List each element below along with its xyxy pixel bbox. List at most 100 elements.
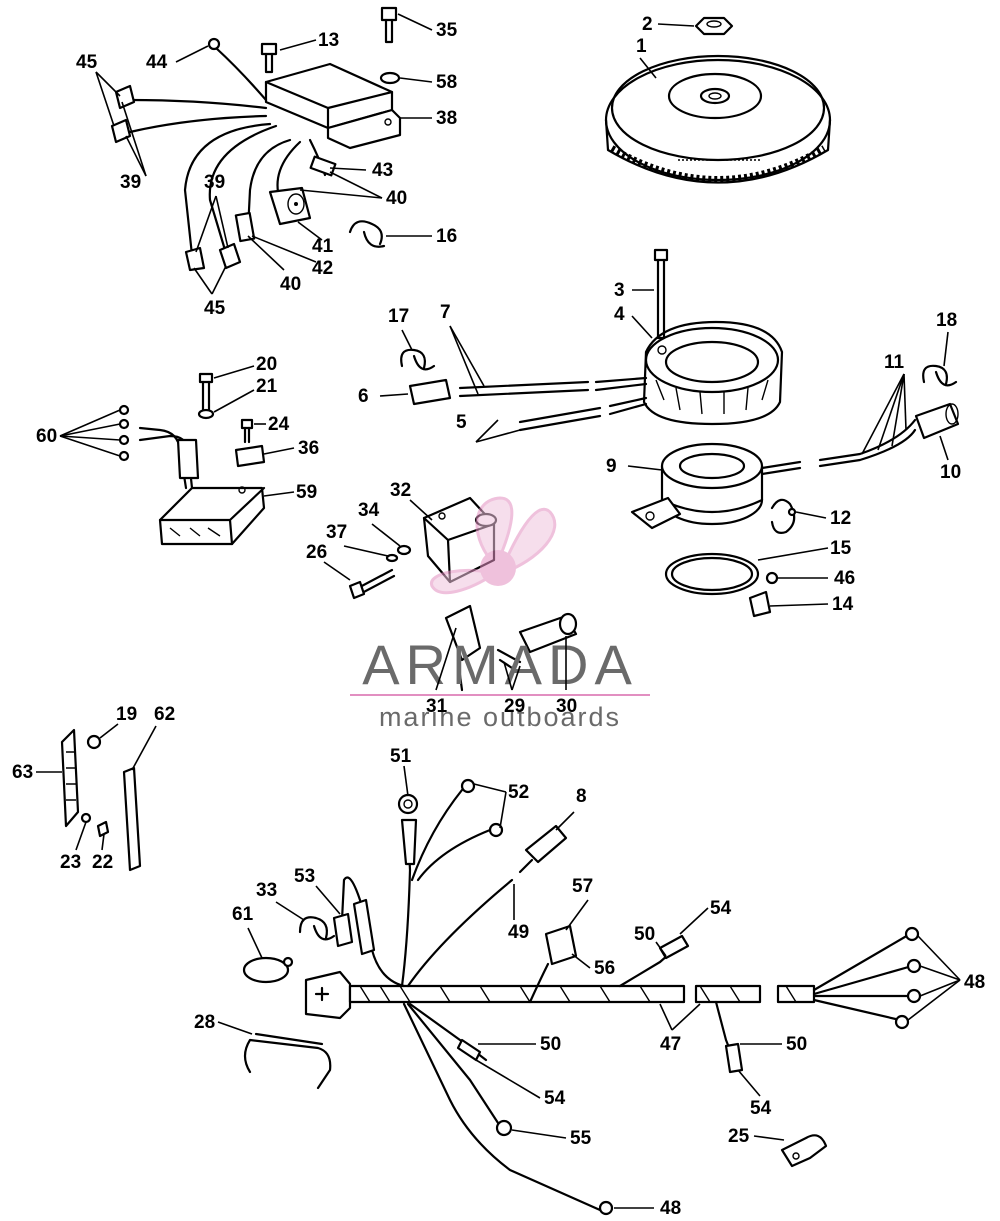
strip-62	[122, 766, 142, 872]
leader-line-60	[59, 435, 121, 457]
callout-17: 17	[388, 306, 409, 327]
callout-51: 51	[390, 746, 412, 767]
leader-line-4	[631, 315, 653, 339]
leader-line-42	[251, 235, 317, 263]
callout-34: 34	[358, 500, 380, 521]
leader-line-8	[555, 811, 575, 831]
callout-61: 61	[232, 904, 254, 925]
washer-21	[197, 408, 215, 420]
callout-12: 12	[830, 508, 851, 529]
callout-25: 25	[728, 1126, 750, 1147]
leader-line-9	[627, 465, 663, 471]
screw-13	[260, 42, 278, 74]
callout-63: 63	[12, 762, 33, 783]
leader-line-29	[503, 661, 513, 691]
spark-plug-boot-31	[444, 604, 482, 692]
bracket-28	[243, 1032, 332, 1090]
screw-26	[348, 568, 396, 600]
callout-29: 29	[504, 696, 525, 717]
callout-50c: 50	[786, 1034, 807, 1055]
leader-line-50a	[655, 941, 667, 957]
leader-line-7	[449, 325, 479, 395]
washer-37	[385, 553, 399, 563]
connector-6	[408, 378, 452, 406]
watermark-brand: ARMADA	[362, 633, 638, 696]
leader-line-11	[891, 373, 905, 447]
leader-line-48a	[919, 965, 961, 981]
power-pack	[264, 62, 402, 150]
callout-49: 49	[508, 922, 529, 943]
leader-line-28	[217, 1021, 253, 1035]
connector-41	[268, 186, 312, 226]
callout-54c: 54	[750, 1098, 772, 1119]
callout-24: 24	[268, 414, 290, 435]
leader-line-60	[59, 409, 121, 437]
propeller-logo-icon	[430, 496, 557, 595]
screw-46	[765, 571, 779, 585]
leader-line-48a	[919, 979, 961, 997]
rectifier	[158, 486, 266, 546]
leader-line-22	[101, 833, 105, 851]
callout-42: 42	[312, 258, 333, 279]
callout-1: 1	[636, 36, 647, 57]
callout-58: 58	[436, 72, 457, 93]
leader-line-13	[279, 39, 317, 51]
terminal-42	[234, 211, 256, 243]
callout-28: 28	[194, 1012, 215, 1033]
callout-45b: 45	[204, 298, 226, 319]
callout-40b: 40	[280, 274, 301, 295]
washer-58	[379, 71, 401, 85]
callout-23: 23	[60, 852, 81, 873]
callout-57: 57	[572, 876, 593, 897]
callout-36: 36	[298, 438, 319, 459]
callout-59: 59	[296, 482, 317, 503]
callout-62: 62	[154, 704, 175, 725]
leader-line-59	[263, 491, 295, 497]
callout-30: 30	[556, 696, 577, 717]
leader-line-7	[449, 325, 485, 387]
leader-line-6	[379, 393, 409, 397]
leader-line-1	[639, 57, 657, 79]
leader-line-45a	[95, 71, 121, 97]
retaining-ring-15	[664, 552, 760, 596]
leader-line-11	[903, 373, 907, 431]
clip-16	[348, 220, 386, 248]
callout-11: 11	[884, 352, 905, 373]
callout-21: 21	[256, 376, 278, 397]
callout-26: 26	[306, 542, 327, 563]
callout-39b: 39	[204, 172, 225, 193]
leader-line-43	[329, 167, 367, 171]
callout-48a: 48	[964, 972, 985, 993]
callout-53: 53	[294, 866, 315, 887]
callout-13: 13	[318, 30, 339, 51]
callout-20: 20	[256, 354, 277, 375]
leader-line-25	[753, 1135, 785, 1141]
leader-line-58	[399, 77, 433, 83]
leader-line-39b	[215, 195, 229, 249]
callout-45a: 45	[76, 52, 98, 73]
leader-line-19	[99, 723, 119, 739]
leader-line-35	[397, 13, 433, 31]
leader-line-15	[757, 547, 829, 561]
leader-line-31	[435, 627, 457, 691]
leader-line-5	[475, 419, 499, 443]
wiring-harness	[304, 778, 922, 1216]
leader-line-40b	[247, 235, 285, 271]
callout-54a: 54	[710, 898, 732, 919]
watermark: ARMADA marine outboards	[350, 496, 650, 732]
callout-33: 33	[256, 880, 277, 901]
leader-line-39b	[195, 195, 217, 253]
clip-17	[400, 348, 436, 371]
leader-line-45b	[211, 265, 227, 295]
leader-line-41	[297, 221, 323, 241]
leader-line-36	[263, 447, 295, 455]
leader-line-51	[403, 765, 409, 797]
timer-base-leads	[760, 418, 917, 476]
leader-line-40a	[299, 189, 383, 199]
callout-14: 14	[832, 594, 854, 615]
callout-9: 9	[606, 456, 617, 477]
leader-line-39a	[125, 135, 147, 177]
leader-line-21	[213, 389, 255, 413]
connector-8	[524, 824, 568, 864]
screw-35	[380, 6, 398, 44]
